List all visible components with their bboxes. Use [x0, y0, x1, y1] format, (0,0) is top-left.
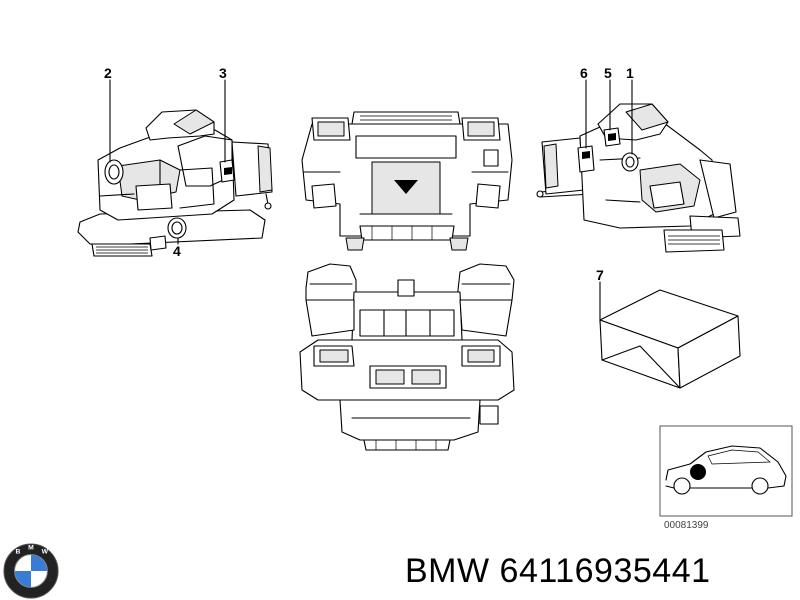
leader-lines	[109, 79, 633, 323]
callout-5: 5	[604, 65, 612, 81]
image-reference-number: 00081399	[664, 520, 709, 531]
car-location-thumbnail	[659, 425, 793, 517]
heater-housing-right	[536, 103, 741, 253]
bmw-logo-icon: B M W	[3, 543, 59, 599]
callout-1: 1	[626, 65, 634, 81]
heater-housing-rear	[299, 263, 515, 451]
callout-2: 2	[104, 65, 112, 81]
svg-text:W: W	[42, 549, 49, 556]
callout-3: 3	[219, 65, 227, 81]
heater-housing-front	[301, 111, 513, 251]
box-part-7	[599, 289, 741, 389]
heater-housing-left	[77, 109, 273, 257]
part-number-label: BMW 64116935441	[405, 552, 711, 590]
svg-text:B: B	[16, 549, 21, 556]
callout-numbers: 2 3 4 6 5 1 7	[104, 65, 634, 283]
car-side-icon	[665, 445, 787, 495]
callout-4: 4	[173, 243, 181, 259]
callout-6: 6	[580, 65, 588, 81]
svg-text:M: M	[28, 545, 34, 552]
callout-7: 7	[596, 267, 604, 283]
